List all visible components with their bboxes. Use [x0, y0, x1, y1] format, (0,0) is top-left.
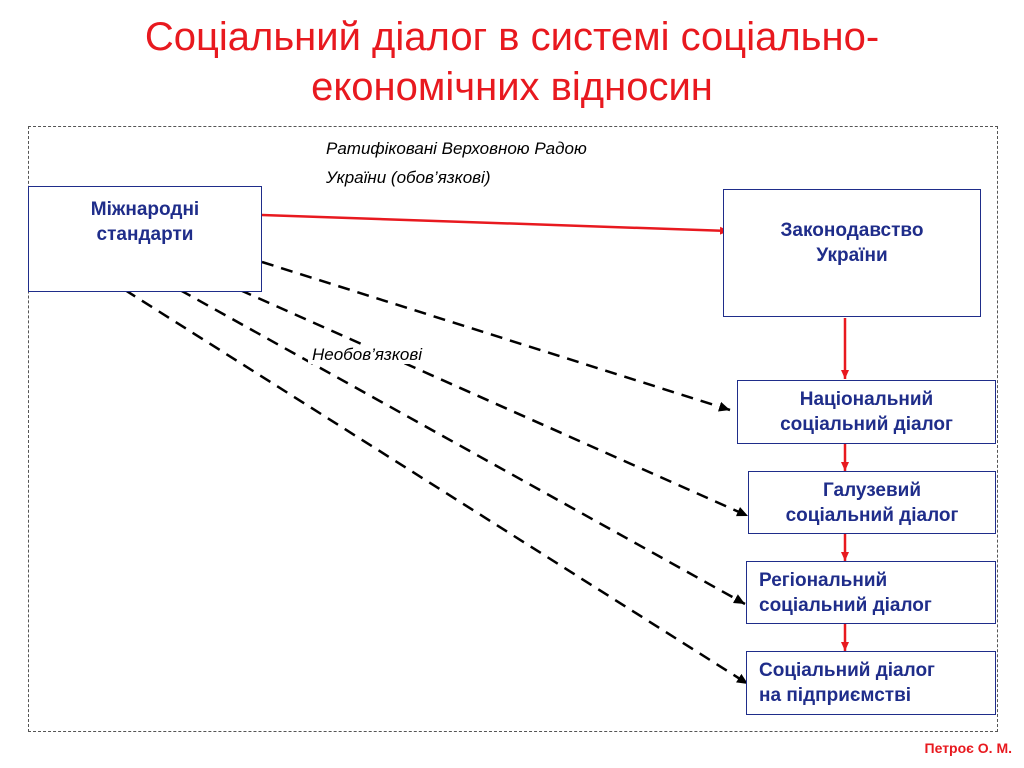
level-national-line-2: соціальний діалог	[780, 414, 953, 435]
optional-note-label: Необов’язкові	[308, 345, 426, 364]
optional-note: Необов’язкові	[308, 340, 426, 369]
level-box-enterprise: Соціальний діалог на підприємстві	[746, 651, 996, 715]
international-standards-box: Міжнародні стандарти	[28, 186, 262, 292]
mandatory-arrow-legislation	[261, 213, 730, 235]
optional-arrow-national	[261, 260, 731, 412]
legislation-box: Законодавство України	[723, 189, 981, 317]
level-box-national: Національний соціальний діалог	[737, 380, 996, 444]
level-sectoral-line-2: соціальний діалог	[785, 505, 959, 526]
slide-title-line-1: Соціальний діалог в системі соціально-	[144, 15, 880, 59]
optional-arrow-enterprise	[124, 288, 749, 686]
diagram-frame	[28, 126, 998, 732]
level-regional-line-2: соціальний діалог	[759, 595, 932, 616]
author-credit: Петроє О. М.	[924, 740, 1012, 756]
level-enterprise-line-1: Соціальний діалог	[759, 660, 935, 681]
mandatory-note: Ратифіковані Верховною Радою України (об…	[326, 134, 587, 192]
mandatory-arrows	[261, 213, 849, 651]
optional-arrow-sectoral	[239, 288, 749, 518]
level-sectoral-line-1: Галузевий	[822, 480, 922, 501]
level-box-sectoral: Галузевий соціальний діалог	[748, 471, 996, 534]
mandatory-note-line-2: України (обов’язкові)	[326, 168, 491, 187]
international-standards-line-2: стандарти	[96, 224, 194, 245]
slide-title-line-2: економічних відносин	[311, 65, 713, 109]
level-regional-line-1: Регіональний	[759, 570, 888, 591]
slide-title: Соціальний діалог в системі соціально- е…	[0, 12, 1024, 112]
level-enterprise-line-2: на підприємстві	[759, 685, 912, 706]
level-box-regional: Регіональний соціальний діалог	[746, 561, 996, 624]
mandatory-note-line-1: Ратифіковані Верховною Радою	[326, 139, 587, 158]
international-standards-line-1: Міжнародні	[90, 199, 200, 220]
legislation-line-1: Законодавство	[780, 220, 924, 241]
optional-arrow-regional	[179, 288, 746, 606]
legislation-line-2: України	[816, 245, 888, 266]
optional-arrows	[124, 260, 749, 686]
level-national-line-1: Національний	[799, 389, 934, 410]
